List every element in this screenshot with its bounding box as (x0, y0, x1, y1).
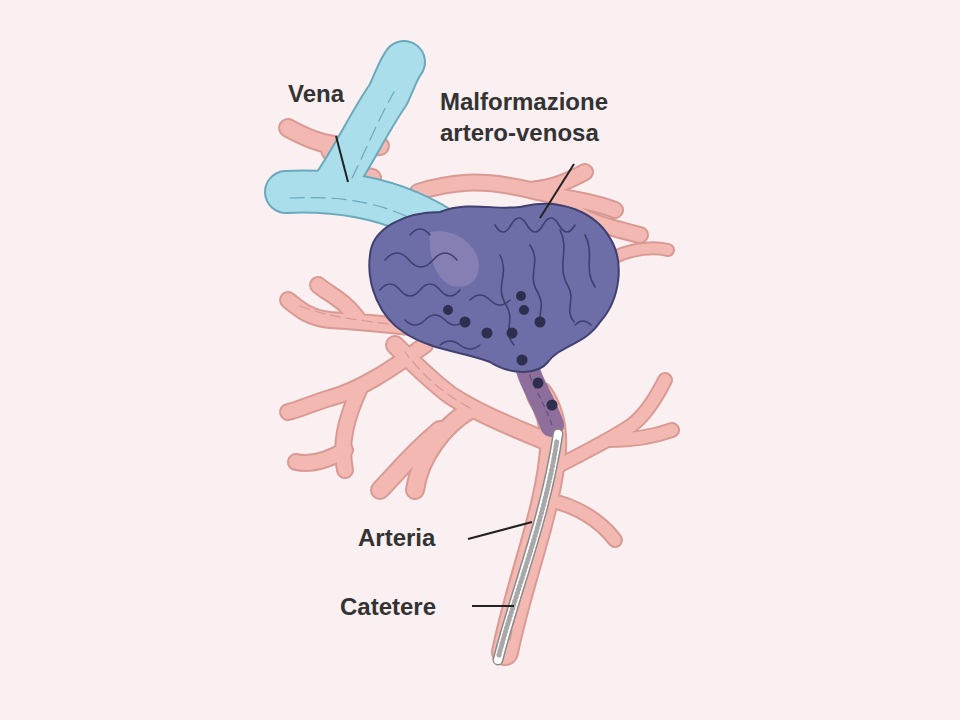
avm-mass (369, 204, 618, 425)
artery-label: Arteria (358, 522, 435, 553)
catheter (498, 434, 558, 660)
embolic-particles (443, 291, 558, 411)
leader-lines (336, 136, 574, 606)
leader-line (540, 164, 574, 218)
leader-line (472, 605, 514, 607)
vein-label: Vena (288, 78, 344, 109)
catheter-label: Catetere (340, 591, 436, 622)
leader-line (336, 136, 348, 182)
malformation-label: Malformazione artero-venosa (440, 86, 670, 148)
leader-line (468, 522, 532, 539)
